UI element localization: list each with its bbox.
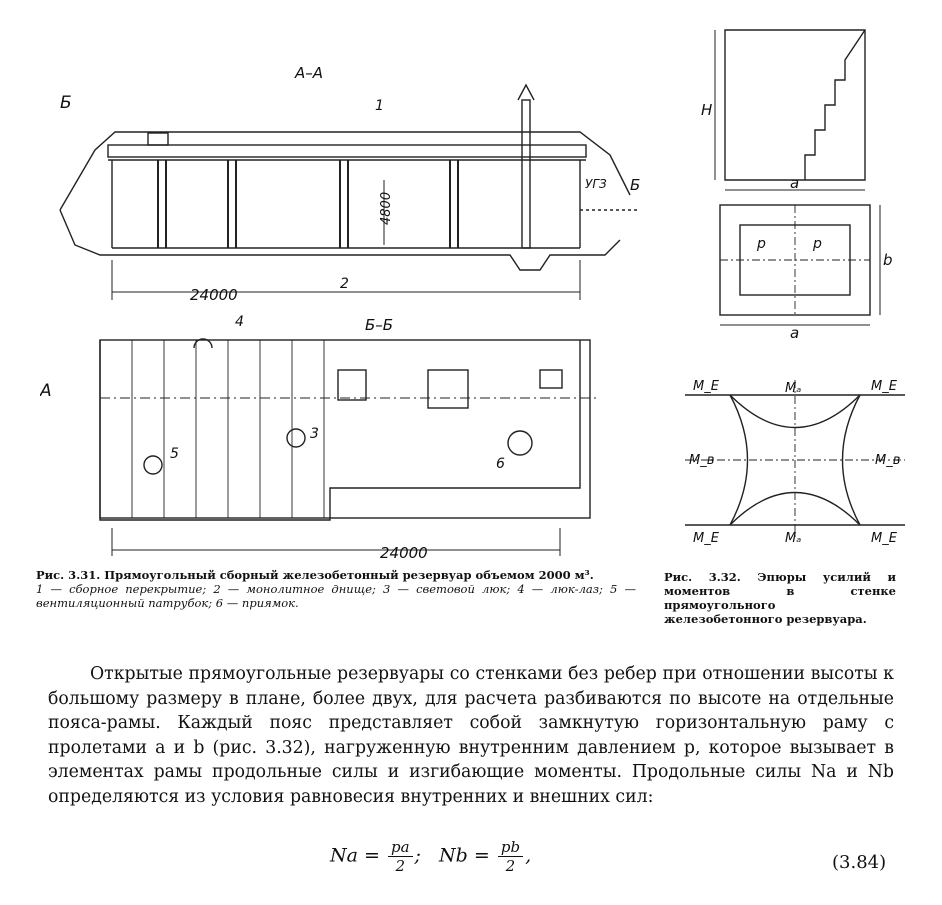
- label-ME-bl: M_E: [693, 531, 720, 546]
- figure-3-32-diagrams: H a b a p p Mₐ Mₐ M_E M_E M_E M_E M_в M_…: [685, 29, 905, 546]
- label-ME-tl: M_E: [693, 379, 720, 394]
- fraction-pb-2: pb 2: [497, 838, 524, 875]
- section-aa-label: А–А: [294, 64, 323, 82]
- dim-4800: 4800: [379, 192, 394, 225]
- dim-24000-bottom: 24000: [380, 544, 428, 562]
- label-ME-br: M_E: [871, 531, 898, 546]
- figure-3-31-section-aa: А–А Б Б 24000 4800 УГЗ 1 2: [59, 64, 640, 304]
- section-mark-a: А: [40, 381, 52, 401]
- label-Ma-top: Mₐ: [785, 381, 801, 396]
- fraction-pa-2: pa 2: [387, 838, 413, 875]
- section-bb-label: Б–Б: [365, 316, 393, 334]
- caption-legend: 1 — сборное перекрытие; 2 — монолитное д…: [36, 582, 636, 610]
- label-Mb-right: M_в: [875, 453, 900, 468]
- callout-6: 6: [496, 456, 505, 472]
- label-b: b: [883, 251, 893, 269]
- label-H: H: [701, 101, 712, 119]
- dim-24000-top: 24000: [190, 286, 238, 304]
- callout-3: 3: [310, 426, 319, 442]
- equation-number: (3.84): [832, 852, 887, 873]
- body-text: Открытые прямоугольные резервуары со сте…: [48, 662, 894, 809]
- ugv-label: УГЗ: [585, 177, 607, 191]
- section-mark-b-left: Б: [60, 93, 72, 113]
- callout-2: 2: [340, 276, 349, 292]
- callout-1: 1: [375, 98, 384, 114]
- caption-title: Рис. 3.31. Прямоугольный сборный железоб…: [36, 568, 594, 582]
- callout-5: 5: [170, 446, 179, 462]
- label-ME-tr: M_E: [871, 379, 898, 394]
- callout-4: 4: [235, 314, 244, 330]
- caption-figure-3-32: Рис. 3.32. Эпюры усилий и моментов в сте…: [664, 570, 896, 626]
- caption-figure-3-31: Рис. 3.31. Прямоугольный сборный железоб…: [36, 568, 636, 610]
- formula-na: Na =: [330, 844, 380, 867]
- label-p-right: p: [812, 236, 822, 252]
- label-a-top: a: [790, 174, 799, 192]
- label-a-bottom: a: [790, 324, 799, 342]
- formula-3-84: Na = pa 2 ; Nb = pb 2 ,: [330, 838, 532, 875]
- label-Mb-left: M_в: [689, 453, 714, 468]
- formula-nb: Nb =: [439, 844, 490, 867]
- paragraph: Открытые прямоугольные резервуары со сте…: [48, 664, 894, 807]
- label-p-left: p: [756, 236, 766, 252]
- label-Ma-bottom: Mₐ: [785, 531, 801, 546]
- section-mark-b-right: Б: [630, 176, 640, 194]
- figure-3-31-plan-bb: Б–Б А 24000 3 4 5 6: [40, 314, 600, 562]
